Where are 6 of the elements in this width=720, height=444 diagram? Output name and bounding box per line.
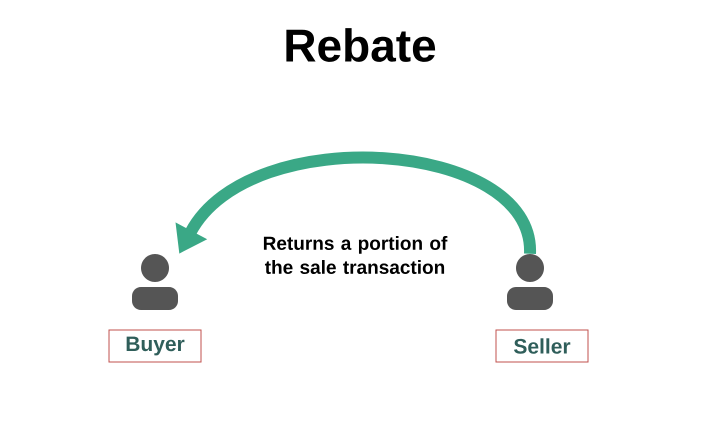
name-box: Seller — [496, 330, 588, 362]
title: Rebate — [286, 28, 436, 62]
name-box: Buyer — [108, 330, 202, 362]
person-icon — [132, 254, 178, 310]
person-icon — [507, 254, 553, 310]
edge-label: Returns a portion of the sale transaction — [264, 236, 448, 274]
